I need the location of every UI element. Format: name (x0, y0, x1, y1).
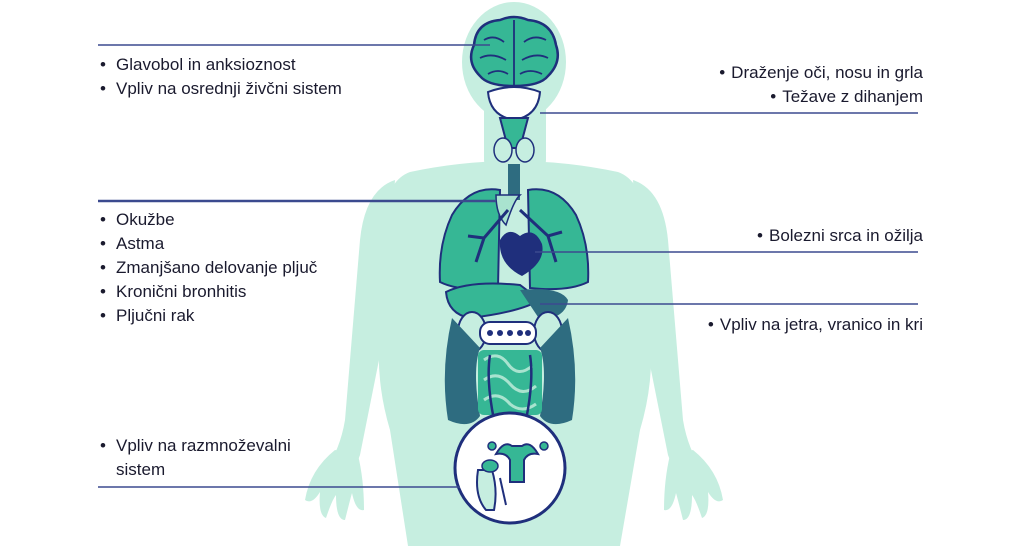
eye-effects-list: Draženje oči, nosu in grla Težave z diha… (719, 61, 923, 109)
intestines-icon (444, 318, 576, 425)
liver-effects-list: Vpliv na jetra, vranico in kri (708, 313, 923, 337)
reproductive-organs-icon (453, 411, 567, 525)
list-item: Vpliv na razmnoževalni sistem (98, 434, 318, 482)
list-item: Astma (98, 232, 317, 256)
list-item: Težave z dihanjem (719, 85, 923, 109)
brain-effects-list: Glavobol in anksioznost Vpliv na osrednj… (98, 53, 342, 101)
list-item-text: Bolezni srca in ožilja (768, 226, 923, 245)
list-item-text: Težave z dihanjem (782, 87, 923, 106)
list-item: Glavobol in anksioznost (98, 53, 342, 77)
heart-icon (499, 231, 543, 276)
list-item: Okužbe (98, 208, 317, 232)
list-item: Kronični bronhitis (98, 280, 317, 304)
list-item: Pljučni rak (98, 304, 317, 328)
thyroid-icon (493, 137, 535, 200)
reproductive-effects-list: Vpliv na razmnoževalni sistem (98, 434, 318, 482)
list-item: Vpliv na osrednji živčni sistem (98, 77, 342, 101)
list-item: Vpliv na jetra, vranico in kri (708, 313, 923, 337)
list-item: Draženje oči, nosu in grla (719, 61, 923, 85)
lung-effects-list: Okužbe Astma Zmanjšano delovanje pljuč K… (98, 208, 317, 328)
list-item-text: Vpliv na jetra, vranico in kri (719, 315, 923, 334)
list-item: Zmanjšano delovanje pljuč (98, 256, 317, 280)
list-item: Bolezni srca in ožilja (757, 224, 923, 248)
heart-effects-list: Bolezni srca in ožilja (757, 224, 923, 248)
brain-icon (469, 15, 559, 88)
list-item-text: Draženje oči, nosu in grla (731, 63, 923, 82)
leader-lines (98, 44, 918, 488)
